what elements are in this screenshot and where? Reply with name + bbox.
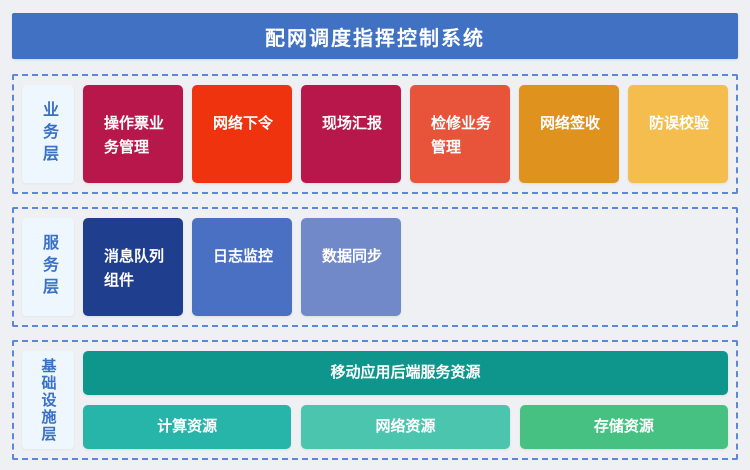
box-log-monitoring: 日志监控 [192, 218, 292, 316]
box-data-sync: 数据同步 [301, 218, 401, 316]
box-compute-resources: 计算资源 [83, 405, 292, 449]
layer-label-business: 业务层 [22, 85, 74, 183]
box-network-sign-off: 网络签收 [519, 85, 619, 183]
infrastructure-content: 移动应用后端服务资源 计算资源 网络资源 存储资源 [83, 351, 728, 449]
layer-business: 业务层 操作票业务管理 网络下令 现场汇报 检修业务管理 网络签收 防误校验 [12, 74, 738, 194]
layer-infrastructure: 基础设施层 移动应用后端服务资源 计算资源 网络资源 存储资源 [12, 340, 738, 460]
layer-label-business-text: 业务层 [40, 101, 57, 167]
box-network-command: 网络下令 [192, 85, 292, 183]
box-site-report: 现场汇报 [301, 85, 401, 183]
infrastructure-box-row: 计算资源 网络资源 存储资源 [83, 405, 728, 449]
box-mistake-proof-verification: 防误校验 [628, 85, 728, 183]
box-network-resources: 网络资源 [301, 405, 510, 449]
layer-label-service-text: 服务层 [40, 234, 57, 300]
system-title: 配网调度指挥控制系统 [265, 27, 485, 50]
box-mobile-app-backend-service-resources: 移动应用后端服务资源 [83, 351, 728, 395]
service-box-row: 消息队列组件 日志监控 数据同步 [83, 218, 728, 316]
box-message-queue-component: 消息队列组件 [83, 218, 183, 316]
box-operation-ticket-management: 操作票业务管理 [83, 85, 183, 183]
box-storage-resources: 存储资源 [519, 405, 728, 449]
layer-label-infrastructure-text: 基础设施层 [39, 357, 57, 443]
layer-label-infrastructure: 基础设施层 [22, 351, 74, 449]
title-bar: 配网调度指挥控制系统 [12, 13, 738, 59]
business-box-row: 操作票业务管理 网络下令 现场汇报 检修业务管理 网络签收 防误校验 [83, 85, 728, 183]
layer-label-service: 服务层 [22, 218, 74, 316]
layer-service: 服务层 消息队列组件 日志监控 数据同步 [12, 207, 738, 327]
box-maintenance-business-management: 检修业务管理 [410, 85, 510, 183]
